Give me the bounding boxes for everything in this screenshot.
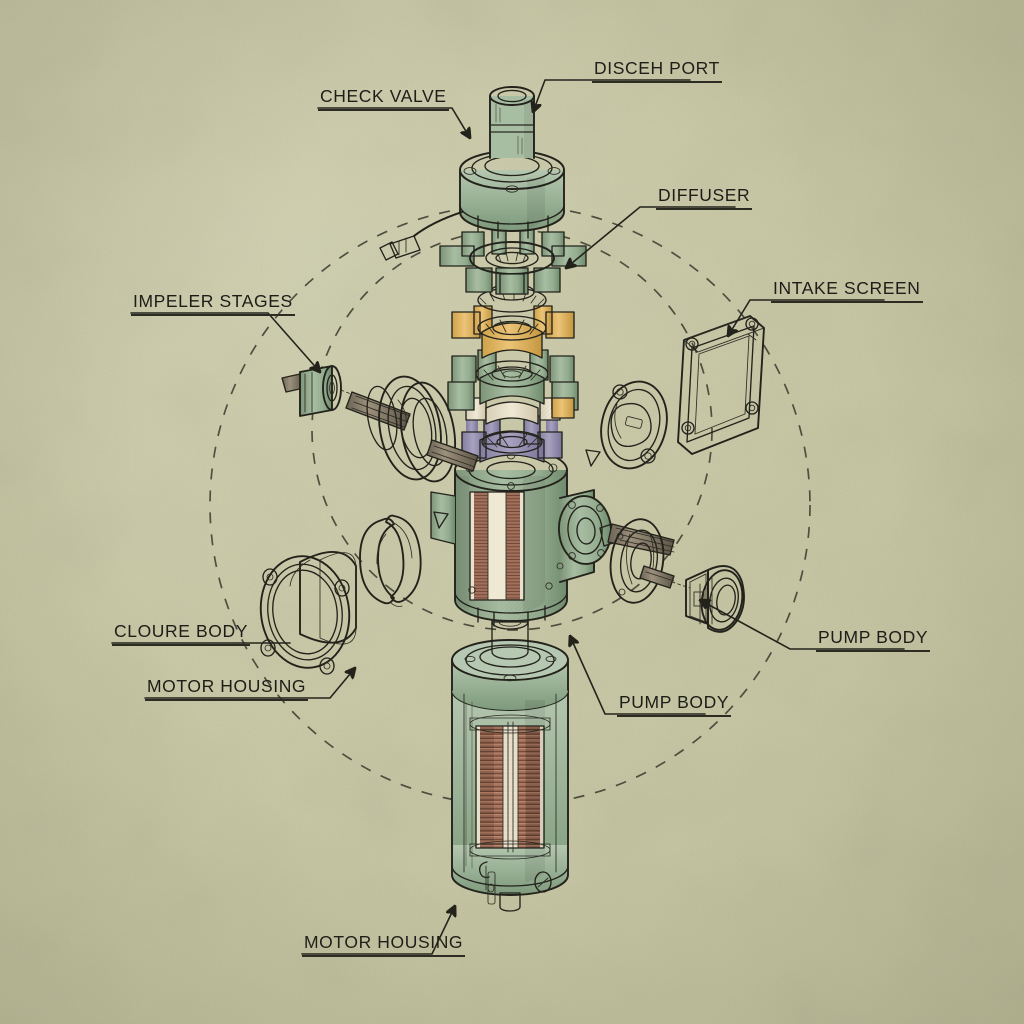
end-bell-left — [345, 375, 479, 483]
coupling-sleeve — [685, 565, 745, 633]
label-disceh-port-text: DISCEH PORT — [594, 58, 720, 78]
label-motor-housing-lower-text: MOTOR HOUSING — [304, 932, 464, 952]
label-diffuser: DIFFUSER — [656, 185, 753, 210]
label-underline — [112, 644, 250, 646]
leader-lines — [111, 79, 905, 955]
leader-motor-housing-lower — [301, 906, 455, 955]
label-cloure-body: CLOURE BODY — [112, 621, 250, 646]
label-underline — [656, 208, 753, 210]
leader-check-valve — [317, 107, 470, 138]
label-underline — [592, 81, 722, 83]
label-motor-housing-lower: MOTOR HOUSING — [302, 932, 466, 957]
label-underline — [318, 109, 449, 111]
impeller-stack — [439, 227, 587, 463]
label-motor-housing-upper: MOTOR HOUSING — [145, 676, 309, 701]
label-intake-screen: INTAKE SCREEN — [771, 278, 923, 303]
impeller-stage-amber — [451, 305, 575, 359]
label-diffuser-text: DIFFUSER — [658, 185, 751, 205]
discharge-port — [489, 86, 535, 159]
label-underline — [131, 314, 295, 316]
label-underline — [771, 301, 923, 303]
label-pump-body-right: PUMP BODY — [816, 627, 931, 652]
check-valve-body — [459, 86, 565, 239]
label-motor-housing-upper-text: MOTOR HOUSING — [147, 676, 307, 696]
bearing-cap — [600, 380, 668, 470]
label-check-valve-text: CHECK VALVE — [320, 86, 447, 106]
end-bell-right — [609, 518, 691, 604]
gasket-ring — [359, 514, 422, 607]
label-intake-screen-text: INTAKE SCREEN — [773, 278, 921, 298]
leader-disceh-port — [533, 79, 691, 112]
direction-markers — [433, 449, 601, 529]
intake-screen — [677, 315, 765, 455]
closure-body — [259, 550, 357, 675]
leader-pump-body-right — [700, 600, 905, 650]
leader-pump-body-center — [570, 636, 706, 715]
label-underline — [617, 715, 732, 717]
leader-diffuser — [566, 206, 736, 268]
label-underline — [816, 650, 931, 652]
leader-impeler-stages — [130, 312, 320, 372]
label-impeler-stages: IMPELER STAGES — [131, 291, 295, 316]
label-pump-body-center-text: PUMP BODY — [619, 692, 730, 712]
cable-connector — [379, 211, 463, 261]
pump-body-core — [430, 448, 675, 627]
impeller-stage-cream — [465, 397, 561, 425]
label-impeler-stages-text: IMPELER STAGES — [133, 291, 293, 311]
label-underline — [145, 699, 309, 701]
leader-motor-housing-upper — [144, 668, 355, 699]
label-cloure-body-text: CLOURE BODY — [114, 621, 248, 641]
label-underline — [302, 955, 466, 957]
diffuser-vane — [439, 227, 587, 295]
motor-housing — [451, 614, 569, 912]
leader-intake-screen — [728, 299, 885, 336]
label-pump-body-center: PUMP BODY — [617, 692, 732, 717]
label-check-valve: CHECK VALVE — [318, 86, 449, 111]
label-pump-body-right-text: PUMP BODY — [818, 627, 929, 647]
label-disceh-port: DISCEH PORT — [592, 58, 722, 83]
